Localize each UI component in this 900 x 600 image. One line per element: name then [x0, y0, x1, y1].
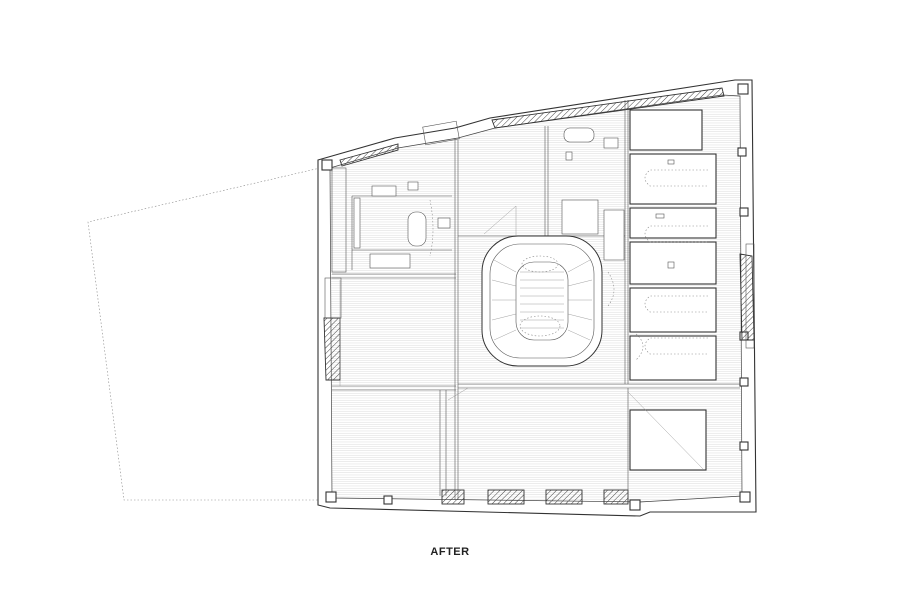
- wall-recesses: [324, 167, 755, 349]
- partition-walls: [332, 100, 740, 500]
- south-facade-piers: [441, 489, 629, 505]
- central-staircase: [481, 235, 603, 367]
- north-wall-hatch: [491, 87, 725, 129]
- adjacent-parcel-outline: [87, 167, 326, 501]
- balcony: [422, 120, 460, 146]
- north-west-wall-hatch: [339, 143, 399, 167]
- door-swings: [339, 205, 517, 401]
- right-rooms: [627, 109, 717, 471]
- bathroom-fixtures: [353, 127, 644, 361]
- facade-columns: [321, 83, 755, 511]
- drawing-caption: AFTER: [430, 546, 470, 558]
